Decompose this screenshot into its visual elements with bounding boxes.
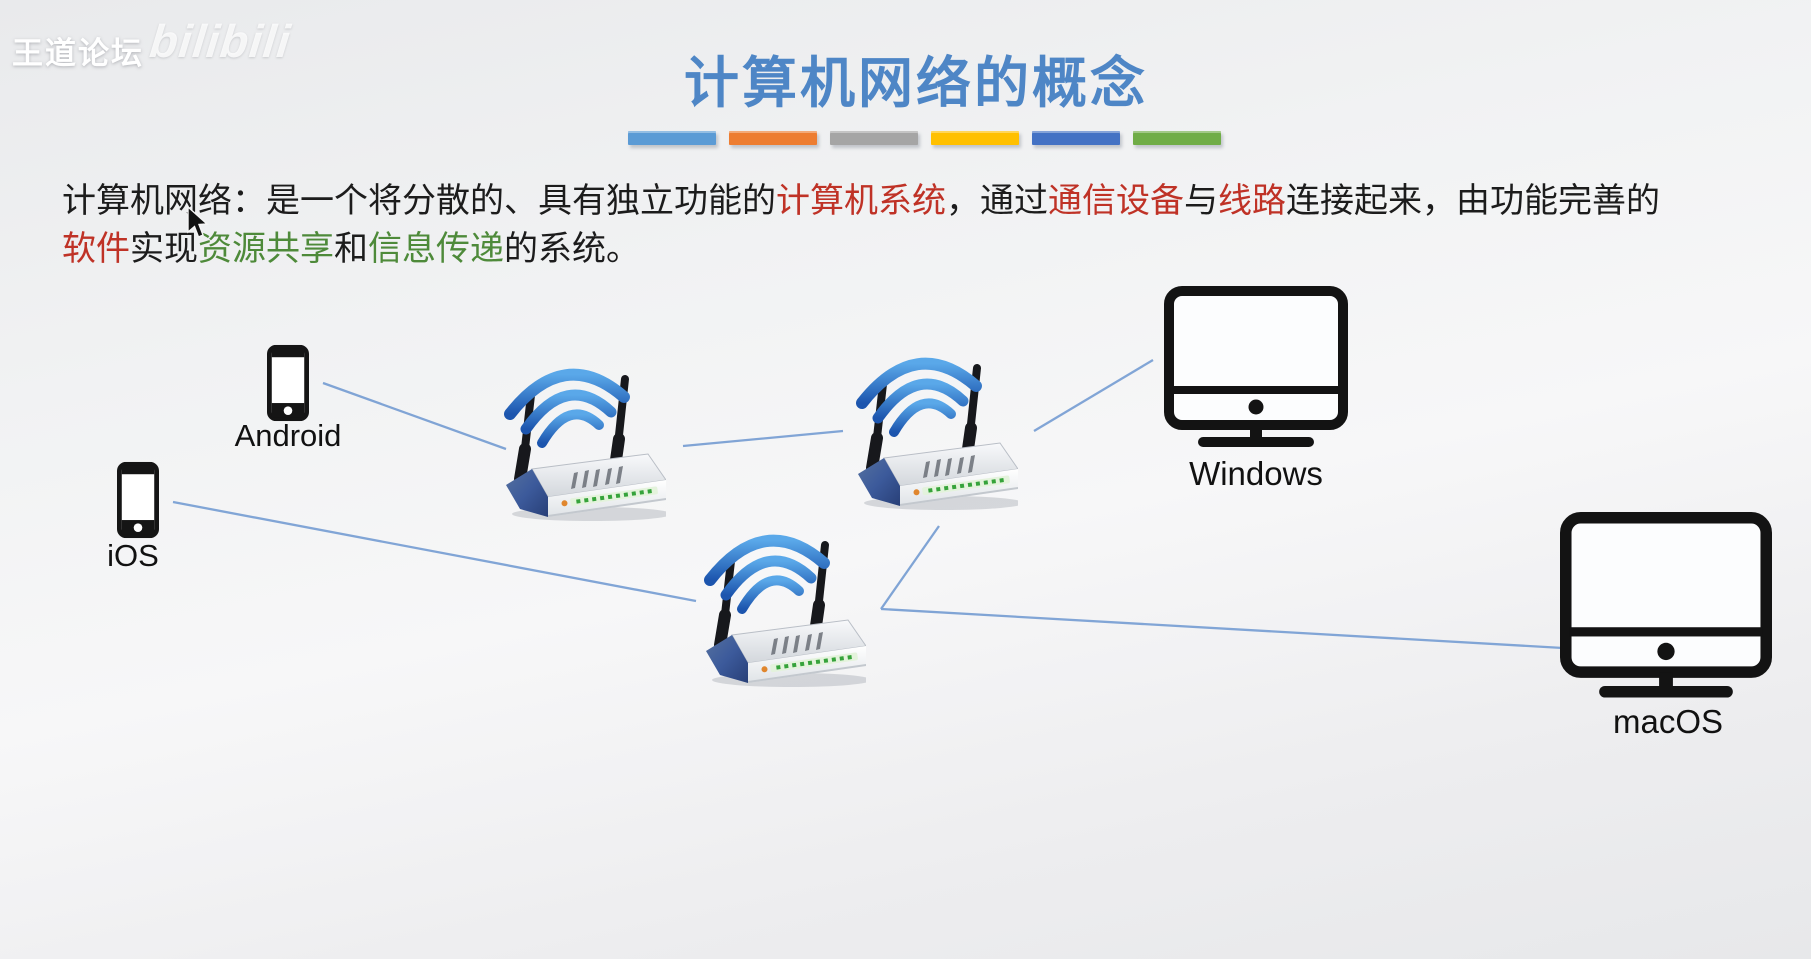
divider-bar-gold — [931, 131, 1019, 145]
definition-paragraph: 计算机网络：是一个将分散的、具有独立功能的计算机系统，通过通信设备与线路连接起来… — [62, 178, 1660, 274]
device-label-ios: iOS — [107, 538, 159, 573]
page-title: 计算机网络的概念 — [683, 53, 1149, 114]
device-label-windows: Windows — [1189, 455, 1323, 492]
text-segment: ，通过 — [946, 183, 1048, 220]
device-label-android: Android — [234, 418, 342, 453]
wireless-router-bottom-icon — [702, 523, 866, 691]
divider-bar-dark-blue — [1032, 131, 1120, 145]
mouse-cursor-icon — [187, 206, 209, 238]
connection-router-left-middle — [682, 429, 844, 448]
windows-monitor-icon — [1164, 286, 1348, 450]
watermark-site: 王道论坛 — [12, 36, 144, 71]
definition-line-1: 计算机网络：是一个将分散的、具有独立功能的计算机系统，通过通信设备与线路连接起来… — [62, 178, 1660, 226]
divider-bar-green — [1133, 131, 1221, 145]
connection-android-router-left — [322, 381, 507, 451]
wireless-router-middle-icon — [854, 346, 1018, 514]
text-segment: 的系统。 — [504, 231, 640, 268]
text-segment: 和 — [334, 231, 368, 268]
text-segment: 连接起来，由功能完善的 — [1286, 183, 1660, 220]
divider-bar-blue — [628, 131, 716, 145]
connection-router-middle-windows — [1033, 359, 1154, 432]
text-segment-highlight: 资源共享 — [198, 231, 334, 268]
connection-ios-router-bottom — [172, 500, 697, 603]
text-segment: 与 — [1184, 183, 1218, 220]
android-smartphone-icon — [267, 343, 309, 423]
device-label-macos: macOS — [1612, 703, 1724, 740]
title-divider-bars — [628, 131, 1221, 145]
connection-router-bottom-macos — [880, 607, 1564, 650]
divider-bar-orange — [729, 131, 817, 145]
divider-bar-gray — [830, 131, 918, 145]
text-segment-highlight: 信息传递 — [368, 231, 504, 268]
text-segment: 计算机网络：是一个将分散的、具有独立功能的 — [62, 183, 776, 220]
ios-smartphone-icon — [117, 461, 159, 539]
text-segment-highlight: 计算机系统 — [776, 183, 946, 220]
text-segment-highlight: 软件 — [62, 231, 130, 268]
text-segment-highlight: 通信设备 — [1048, 183, 1184, 220]
text-segment-highlight: 线路 — [1218, 183, 1286, 220]
macos-monitor-icon — [1560, 512, 1772, 701]
connection-router-middle-bottom — [880, 525, 940, 610]
definition-line-2: 软件实现资源共享和信息传递的系统。 — [62, 226, 1642, 274]
wireless-router-left-icon — [502, 357, 666, 525]
text-segment: 实现 — [130, 231, 198, 268]
